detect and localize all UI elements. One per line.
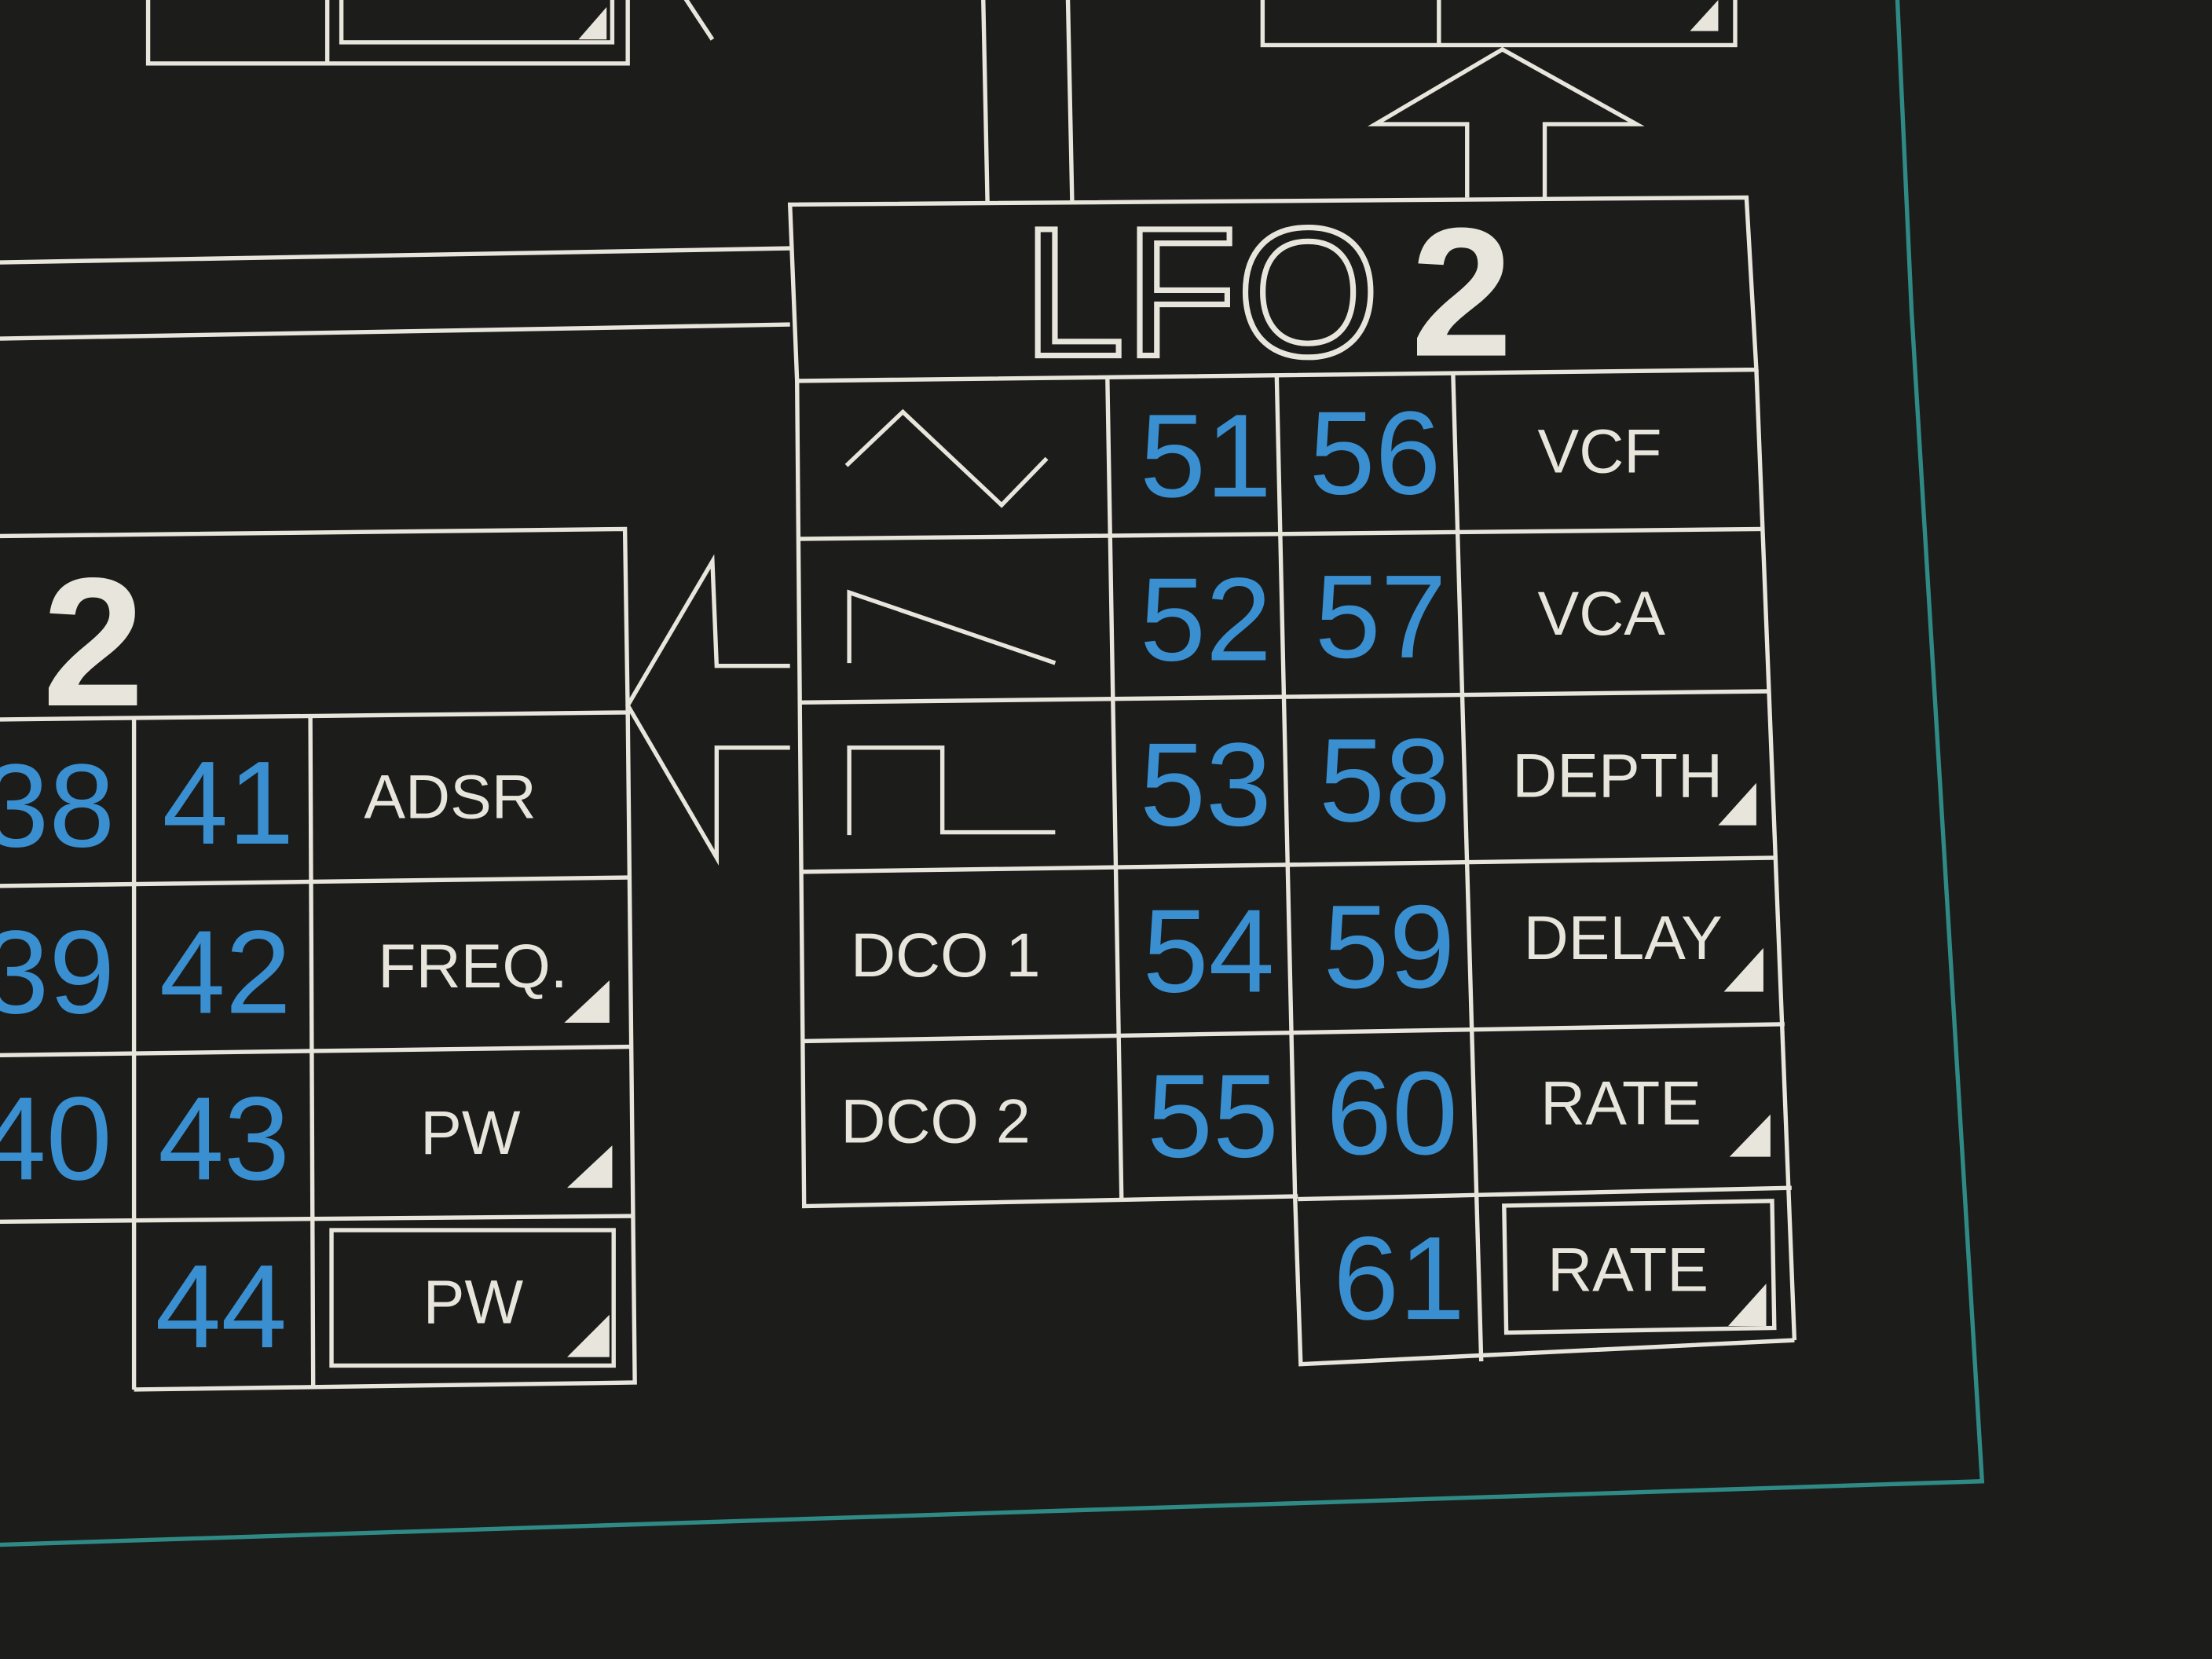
param-number: 59 (1324, 880, 1456, 1013)
adjust-corner-icon (1728, 1284, 1767, 1327)
up-arrow-icon (1368, 46, 1645, 198)
rate-box (1502, 1199, 1777, 1335)
adjust-corner-icon (1729, 1114, 1771, 1157)
lfo-title: LFO (1023, 191, 1379, 395)
connector-line (981, 0, 990, 205)
param-number: 38 (0, 739, 115, 872)
connector-line (0, 322, 790, 341)
param-number: 53 (1140, 718, 1272, 851)
top-left-partial-box (145, 0, 715, 66)
param-number: 61 (1333, 1211, 1465, 1344)
dest-label: PW (420, 1097, 521, 1167)
pw-box (329, 1228, 616, 1368)
param-number: 51 (1140, 389, 1272, 522)
left-arrow-icon (625, 554, 790, 866)
sawtooth-wave-icon (847, 589, 1057, 665)
param-number: 42 (159, 905, 291, 1038)
top-right-partial-box (1260, 0, 1738, 48)
adjust-corner-icon (1723, 947, 1763, 992)
source-dco2: DCO 2 (840, 1086, 1030, 1156)
param-number: 39 (0, 905, 115, 1038)
dest-label: VCF (1538, 416, 1662, 486)
param-number: 44 (156, 1240, 287, 1372)
param-number: 54 (1143, 884, 1275, 1017)
dest-label: RATE (1547, 1234, 1708, 1304)
adjust-corner-icon (1718, 782, 1756, 826)
dest-label: PW (423, 1267, 524, 1337)
lfo2-block: LFO 2 DCO 1 DCO 2 51 56 52 57 53 58 54 5… (787, 188, 1797, 1367)
param-number: 40 (0, 1071, 112, 1204)
param-number: 60 (1326, 1046, 1458, 1179)
dest-label: RATE (1540, 1068, 1701, 1137)
lfo-title-number: 2 (1411, 191, 1513, 395)
dest-label: DEPTH (1512, 741, 1723, 811)
connector-line (1065, 0, 1075, 202)
adjust-corner-icon (564, 980, 610, 1024)
dco2-block: 2 38 39 40 41 42 43 44 ADSR FREQ. PW PW (0, 526, 637, 1392)
dest-label: DELAY (1524, 903, 1723, 972)
dco-title-number: 2 (42, 540, 145, 745)
connector-line (0, 246, 790, 265)
adjust-corner-icon (566, 1145, 613, 1188)
param-number: 41 (163, 736, 295, 869)
param-number: 56 (1309, 386, 1441, 519)
adjust-corner-icon (566, 1314, 610, 1357)
dest-label: VCA (1538, 578, 1666, 648)
param-number: 58 (1319, 713, 1451, 846)
panel-border (0, 0, 1985, 1547)
param-number: 55 (1147, 1049, 1279, 1182)
source-dco1: DCO 1 (851, 920, 1040, 990)
square-wave-icon (847, 745, 1056, 836)
param-number: 57 (1315, 550, 1447, 683)
param-number: 52 (1140, 552, 1272, 685)
triangle-wave-icon (844, 408, 1049, 508)
dest-label: ADSR (364, 762, 537, 832)
dest-label: FREQ. (378, 931, 567, 1001)
param-number: 43 (158, 1071, 290, 1204)
